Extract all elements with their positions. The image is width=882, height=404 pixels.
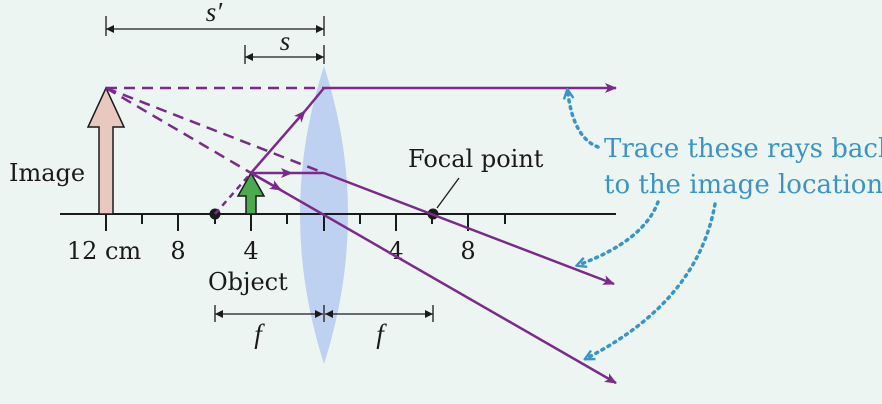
ray-1-extension-from-focus xyxy=(214,172,252,215)
f-left-label: f xyxy=(254,319,265,349)
callout-pointer-to-ray-1 xyxy=(568,94,600,149)
tick-label-4-left: 4 xyxy=(243,237,258,265)
focal-point-label: Focal point xyxy=(408,145,544,173)
tick-label-8-left: 8 xyxy=(170,237,185,265)
image-label: Image xyxy=(9,159,85,187)
virtual-ray-extensions xyxy=(105,86,325,175)
ray-2-refracted xyxy=(323,171,615,286)
tick-label-12cm: 12 cm xyxy=(67,237,142,265)
object-label: Object xyxy=(208,268,288,296)
tick-label-8-right: 8 xyxy=(460,237,475,265)
ray-1-segment-b xyxy=(304,87,325,112)
s-prime-label: s′ xyxy=(206,0,224,27)
callout-pointer-to-ray-3 xyxy=(589,202,717,357)
callout-pointer-to-ray-2 xyxy=(581,200,660,264)
f-right-label: f xyxy=(376,319,387,349)
focal-point-leader-line xyxy=(436,177,460,209)
ray-1-segment-a xyxy=(250,110,306,174)
ray-3-central xyxy=(250,171,617,385)
callout-line-2: to the image location. xyxy=(604,170,882,200)
image-arrow xyxy=(86,86,126,215)
ray-3-start-arrow xyxy=(250,171,282,192)
s-label: s xyxy=(280,26,291,56)
object-arrow xyxy=(236,171,266,215)
callout-line-1: Trace these rays back xyxy=(604,134,882,164)
